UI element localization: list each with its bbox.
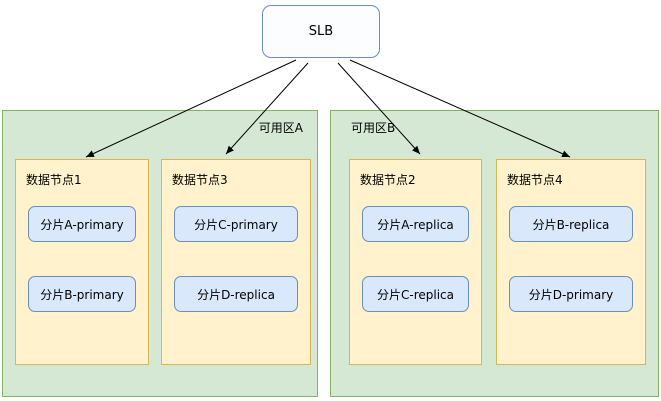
shard-label: 分片A-primary <box>40 217 124 232</box>
slb-label: SLB <box>308 24 334 39</box>
availability-zone-a: 可用区A 数据节点1 分片A-primary 分片B-primary 数据节点3… <box>2 110 318 397</box>
zone-a-label: 可用区A <box>258 121 303 135</box>
availability-zone-b: 可用区B 数据节点2 分片A-replica 分片C-replica 数据节点4… <box>330 110 659 397</box>
data-node-3: 数据节点3 分片C-primary 分片D-replica <box>161 159 311 365</box>
shard-a-primary: 分片A-primary <box>28 206 136 242</box>
data-node-2-title: 数据节点2 <box>360 173 416 187</box>
slb-node: SLB <box>262 5 380 58</box>
data-node-2: 数据节点2 分片A-replica 分片C-replica <box>349 159 482 365</box>
shard-b-replica: 分片B-replica <box>509 206 633 242</box>
shard-label: 分片C-replica <box>377 287 454 302</box>
shard-d-replica: 分片D-replica <box>174 276 298 312</box>
data-node-1: 数据节点1 分片A-primary 分片B-primary <box>15 159 149 365</box>
shard-d-primary: 分片D-primary <box>509 276 633 312</box>
data-node-4: 数据节点4 分片B-replica 分片D-primary <box>496 159 646 365</box>
shard-c-replica: 分片C-replica <box>362 276 469 312</box>
shard-b-primary: 分片B-primary <box>28 276 136 312</box>
shard-label: 分片D-replica <box>197 287 275 302</box>
data-node-1-title: 数据节点1 <box>26 173 82 187</box>
shard-label: 分片B-primary <box>40 287 124 302</box>
shard-label: 分片B-replica <box>532 217 610 232</box>
zone-b-label: 可用区B <box>351 121 396 135</box>
data-node-4-title: 数据节点4 <box>507 173 563 187</box>
shard-a-replica: 分片A-replica <box>362 206 469 242</box>
shard-label: 分片A-replica <box>377 217 454 232</box>
data-node-3-title: 数据节点3 <box>172 173 228 187</box>
shard-label: 分片D-primary <box>528 287 614 302</box>
shard-label: 分片C-primary <box>194 217 278 232</box>
shard-c-primary: 分片C-primary <box>174 206 298 242</box>
